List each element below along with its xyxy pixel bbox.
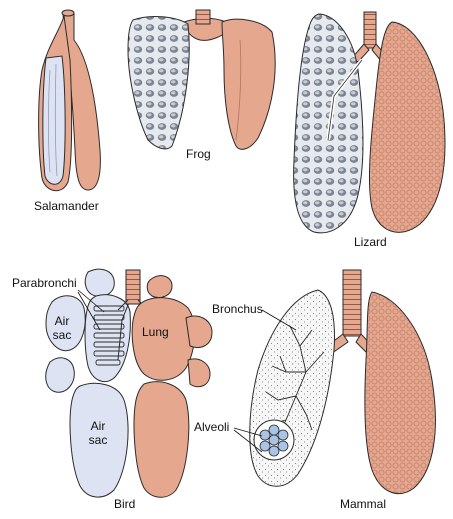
lizard-lungs: [293, 11, 446, 234]
bird-respiratory-system: [45, 268, 213, 498]
label-bird: Bird: [114, 497, 136, 511]
label-air-sac-upper-line1: Air: [54, 314, 70, 328]
parabronchi-tubes: [93, 305, 125, 366]
label-alveoli: Alveoli: [194, 420, 230, 434]
label-bronchus: Bronchus: [212, 302, 263, 316]
label-lung: Lung: [142, 325, 169, 339]
alveoli-cluster: [259, 424, 289, 457]
salamander-lungs: [38, 9, 101, 192]
label-frog: Frog: [186, 147, 211, 161]
frog-lungs: [127, 9, 276, 150]
label-mammal: Mammal: [340, 497, 387, 511]
label-air-sac-lower-line2: sac: [88, 433, 108, 447]
label-air-sac-lower-line1: Air: [90, 419, 106, 433]
label-lizard: Lizard: [354, 235, 387, 249]
bronchial-tree: [265, 325, 325, 441]
label-air-sac-upper-line2: sac: [52, 328, 72, 342]
label-parabronchi: Parabronchi: [12, 276, 77, 290]
mammal-lungs: [249, 269, 436, 494]
label-salamander: Salamander: [34, 199, 99, 213]
label-leader-lines: [77, 289, 297, 453]
